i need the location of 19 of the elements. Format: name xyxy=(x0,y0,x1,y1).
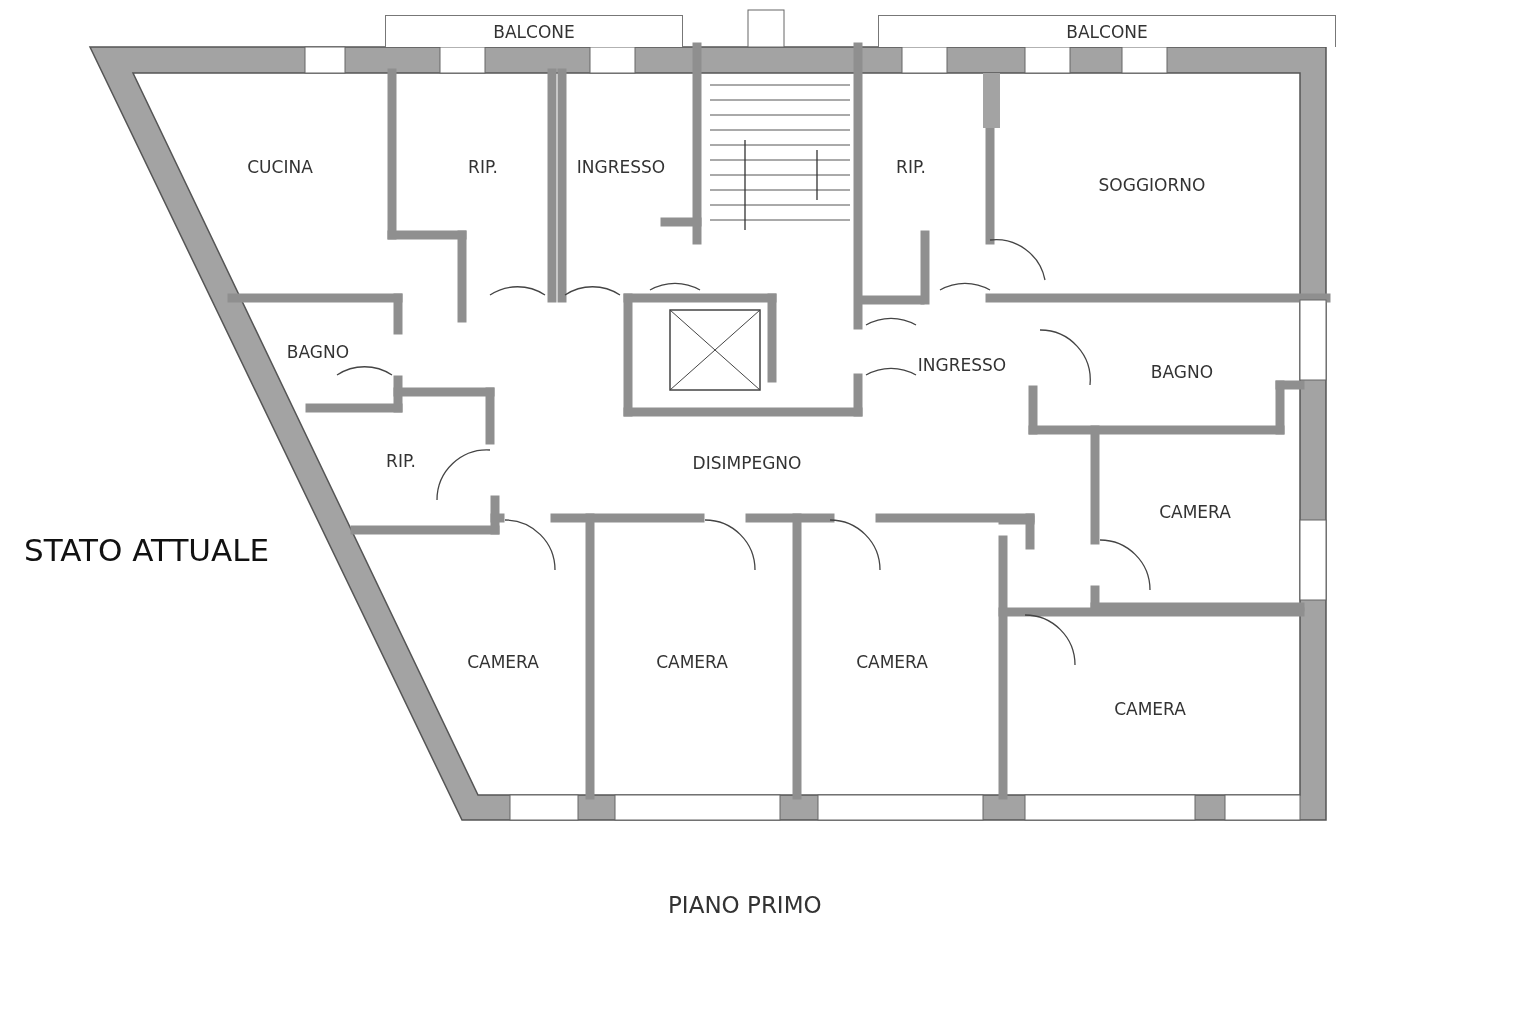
room-label: RIP. xyxy=(896,157,926,177)
room-label: CAMERA xyxy=(1159,502,1231,522)
floor-caption: PIANO PRIMO xyxy=(668,892,822,918)
room-label: SOGGIORNO xyxy=(1098,175,1206,195)
room-label: RIP. xyxy=(468,157,498,177)
room-label: CAMERA xyxy=(856,652,928,672)
room-label: BAGNO xyxy=(286,342,350,362)
room-label: CAMERA xyxy=(1114,699,1186,719)
room-label: CUCINA xyxy=(247,157,313,177)
room-label: CAMERA xyxy=(467,652,539,672)
room-label: CAMERA xyxy=(656,652,728,672)
room-label: INGRESSO xyxy=(917,355,1007,375)
room-label: BAGNO xyxy=(1150,362,1214,382)
room-label: INGRESSO xyxy=(576,157,666,177)
plan-status-label: STATO ATTUALE xyxy=(24,532,270,568)
balcony-label-area: BALCONE xyxy=(385,15,683,47)
room-label: DISIMPEGNO xyxy=(692,453,802,473)
balcony-label-area: BALCONE xyxy=(878,15,1336,47)
room-label: RIP. xyxy=(386,451,416,471)
